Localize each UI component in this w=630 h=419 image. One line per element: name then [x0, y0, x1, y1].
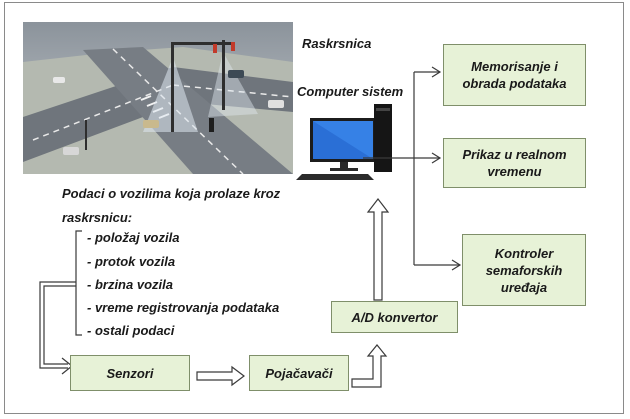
ad-converter-box: A/D konvertor: [331, 301, 458, 333]
list-item: - ostali podaci: [87, 323, 175, 338]
sensors-label: Senzori: [106, 365, 154, 381]
ad-converter-label: A/D konvertor: [351, 309, 438, 325]
intersection-photo: [23, 22, 293, 174]
computer-system-label: Computer sistem: [297, 84, 404, 99]
intersection-label: Raskrsnica: [302, 36, 372, 51]
traffic-controller-label: Kontroler semaforskih uređaja: [485, 245, 563, 295]
list-item: - položaj vozila: [87, 230, 180, 245]
list-item: - protok vozila: [87, 254, 176, 269]
traffic-controller-box: Kontroler semaforskih uređaja: [462, 234, 586, 306]
storage-processing-label: Memorisanje i obrada podataka: [462, 59, 567, 91]
vehicle-data-title: Podaci o vozilima koja prolaze kroz rask…: [62, 186, 281, 225]
sensors-box: Senzori: [70, 355, 190, 391]
amplifiers-box: Pojačavači: [249, 355, 349, 391]
storage-processing-box: Memorisanje i obrada podataka: [443, 44, 586, 106]
realtime-display-box: Prikaz u realnom vremenu: [443, 138, 586, 188]
list-item: - brzina vozila: [87, 277, 173, 292]
list-item: - vreme registrovanja podataka: [87, 300, 280, 315]
realtime-display-label: Prikaz u realnom vremenu: [462, 147, 567, 179]
amplifiers-label: Pojačavači: [265, 365, 333, 381]
desktop-computer-icon: [296, 100, 412, 188]
